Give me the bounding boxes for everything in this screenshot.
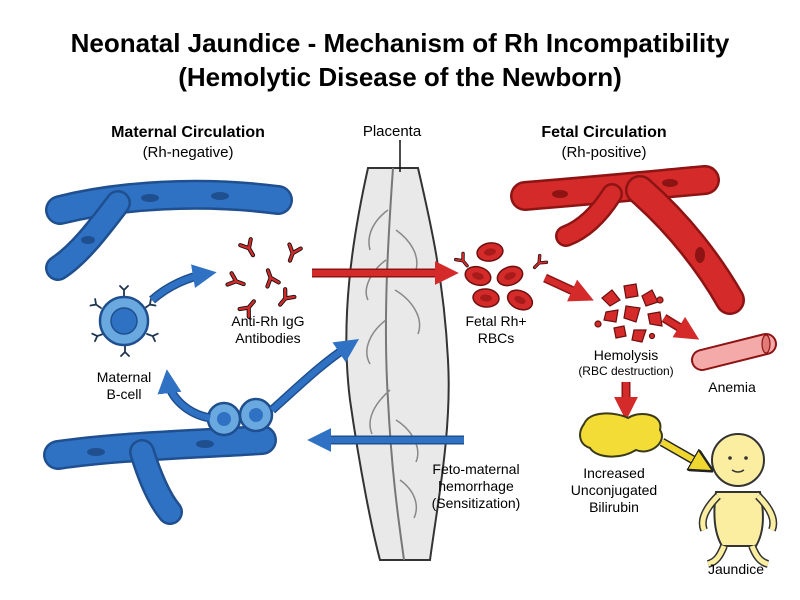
bilirubin-to-jaundice-arrow [660,439,704,466]
hemorrhage-label-line2: hemorrhage [438,478,514,494]
jaundiced-infant [698,433,778,568]
hemolysis-sublabel: (RBC destruction) [578,364,673,378]
b-cell-to-antibody-arrow [150,264,217,303]
hemolysis-label: Hemolysis [594,347,659,363]
hemolysis-to-anemia-arrow [662,315,700,340]
antibodies-label-line2: Antibodies [235,330,300,346]
hemorrhage-label-line3: (Sensitization) [432,495,521,511]
diagram-subtitle: (Hemolytic Disease of the Newborn) [178,62,622,92]
maternal-subheading: (Rh-negative) [143,144,234,161]
fetal-vessel [510,165,745,315]
maternal-b-cell [89,285,159,357]
crossing-arrow [270,339,359,413]
diagram-title: Neonatal Jaundice - Mechanism of Rh Inco… [71,28,730,58]
jaundice-label: Jaundice [708,561,764,577]
bilirubin-label-line3: Bilirubin [589,499,639,515]
maternal-b-cell-label-line1: Maternal [97,369,151,385]
maternal-vessel-bottom [43,425,277,525]
anti-rh-antibodies [227,239,300,317]
cells-to-b-cell-arrow [157,369,211,421]
rbc-to-hemolysis-arrow [543,275,594,302]
maternal-vessel-top [45,179,293,281]
placenta-label: Placenta [363,123,422,140]
maternal-heading: Maternal Circulation [111,124,265,141]
fetal-rbcs [454,240,549,315]
placenta [345,167,450,561]
fetal-rbc-label-line2: RBCs [478,330,515,346]
maternal-b-cell-label-line2: B-cell [106,386,141,402]
fetal-rbc-label-line1: Fetal Rh+ [465,313,526,329]
fetal-subheading: (Rh-positive) [561,144,646,161]
anemia-vessel [691,333,777,371]
bilirubin-label-line1: Increased [583,465,644,481]
hemolysis-fragments [594,283,664,343]
hemorrhage-label-line1: Feto-maternal [432,461,519,477]
fetal-heading: Fetal Circulation [541,124,666,141]
anemia-label: Anemia [708,379,756,395]
bilirubin-label-line2: Unconjugated [571,482,657,498]
bilirubin-blob [579,412,663,458]
antibodies-label-line1: Anti-Rh IgG [231,313,304,329]
